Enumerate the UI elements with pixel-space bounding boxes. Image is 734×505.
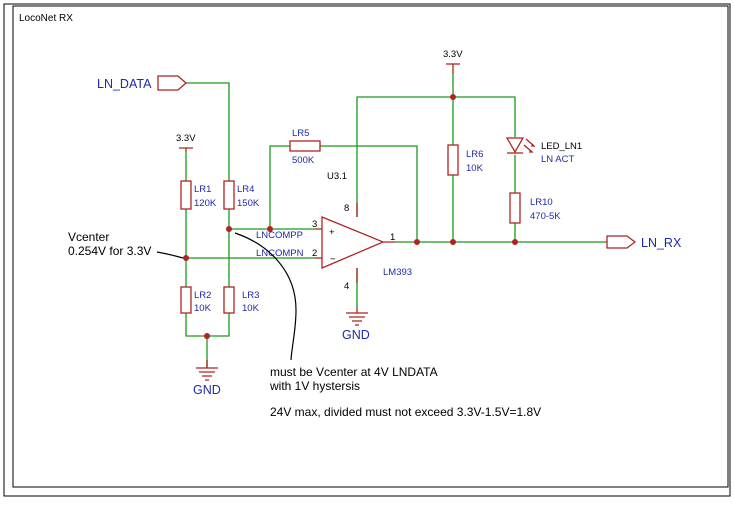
gnd-left-symbol <box>196 360 218 381</box>
vcenter-note-line2: 0.254V for 3.3V <box>68 244 151 258</box>
resistor-lr5 <box>289 140 321 152</box>
opamp-ref: U3.1 <box>327 171 347 182</box>
led-value: LN ACT <box>541 154 574 165</box>
ln-data-flag <box>157 75 187 91</box>
note-line-1: must be Vcenter at 4V LNDATA <box>270 365 438 379</box>
lr6-value: 10K <box>466 163 484 174</box>
junction-lncompp <box>226 226 232 232</box>
wire-vplus <box>356 96 516 217</box>
pin-2-label: 2 <box>312 248 317 259</box>
lr1-ref: LR1 <box>194 184 211 195</box>
lr4-ref: LR4 <box>237 184 254 195</box>
ln-rx-label: LN_RX <box>641 236 682 250</box>
vcenter-pointer <box>156 251 184 259</box>
lr4-value: 150K <box>237 198 260 209</box>
gnd-left-label: GND <box>193 383 221 397</box>
lr5-value: 500K <box>292 155 315 166</box>
resistor-lr4 <box>223 180 235 210</box>
junction-out-lr6 <box>450 239 456 245</box>
vcc-right-symbol <box>446 63 460 74</box>
wire-feedback-right <box>320 145 418 242</box>
lncompn-label: LNCOMPN <box>256 248 304 259</box>
junction-vcc-right <box>450 94 456 100</box>
pin-8-label: 8 <box>344 203 349 214</box>
note-line-3: 24V max, divided must not exceed 3.3V-1.… <box>270 405 541 419</box>
lr6-ref: LR6 <box>466 149 483 160</box>
junction-out-lr10 <box>512 239 518 245</box>
opamp-value: LM393 <box>383 267 412 278</box>
lr3-ref: LR3 <box>242 290 259 301</box>
vcc-left-symbol <box>179 147 193 152</box>
pin-1-label: 1 <box>390 232 395 243</box>
resistor-lr6 <box>447 144 459 176</box>
lr5-ref: LR5 <box>292 128 309 139</box>
gnd-right-symbol <box>346 307 368 326</box>
lr10-value: 470-5K <box>530 211 561 222</box>
vcenter-note-line1: Vcenter <box>68 230 109 244</box>
note-line-2: with 1V hystersis <box>269 379 360 393</box>
ln-data-label: LN_DATA <box>97 77 152 91</box>
vcc-right-label: 3.3V <box>443 49 463 60</box>
pin-3-label: 3 <box>312 219 317 230</box>
junction-feedback <box>267 226 273 232</box>
resistor-lr1 <box>180 180 192 210</box>
junctions <box>183 94 518 339</box>
junction-vcenter <box>183 255 189 261</box>
sheet-frame <box>12 5 729 488</box>
opamp-minus-sign: − <box>330 254 336 265</box>
lr10-ref: LR10 <box>530 197 553 208</box>
sheet-title: LocoNet RX <box>19 13 73 24</box>
pin-4-label: 4 <box>344 281 349 292</box>
lr3-value: 10K <box>242 303 260 314</box>
junction-gnd <box>204 333 210 339</box>
gnd-right-label: GND <box>342 328 370 342</box>
lncompp-label: LNCOMPP <box>256 230 303 241</box>
wire-lndata-lr4 <box>186 82 230 181</box>
opamp-u3 <box>315 203 395 283</box>
outer-frame <box>3 3 731 497</box>
resistor-lr2 <box>180 286 192 314</box>
led-ref: LED_LN1 <box>541 141 582 152</box>
ln-rx-flag <box>606 235 637 249</box>
resistor-lr3 <box>223 286 235 314</box>
lr2-ref: LR2 <box>194 290 211 301</box>
wire-feedback-left <box>269 145 290 229</box>
opamp-plus-sign: + <box>329 227 335 238</box>
vcc-left-label: 3.3V <box>176 133 196 144</box>
junction-out-feedback <box>414 239 420 245</box>
led-ln1 <box>505 137 536 154</box>
note-pointer <box>234 232 297 361</box>
wire-lr2-lr3-bottom <box>185 313 230 337</box>
lr1-value: 120K <box>194 198 217 209</box>
resistor-lr10 <box>509 192 521 224</box>
lr2-value: 10K <box>194 303 212 314</box>
